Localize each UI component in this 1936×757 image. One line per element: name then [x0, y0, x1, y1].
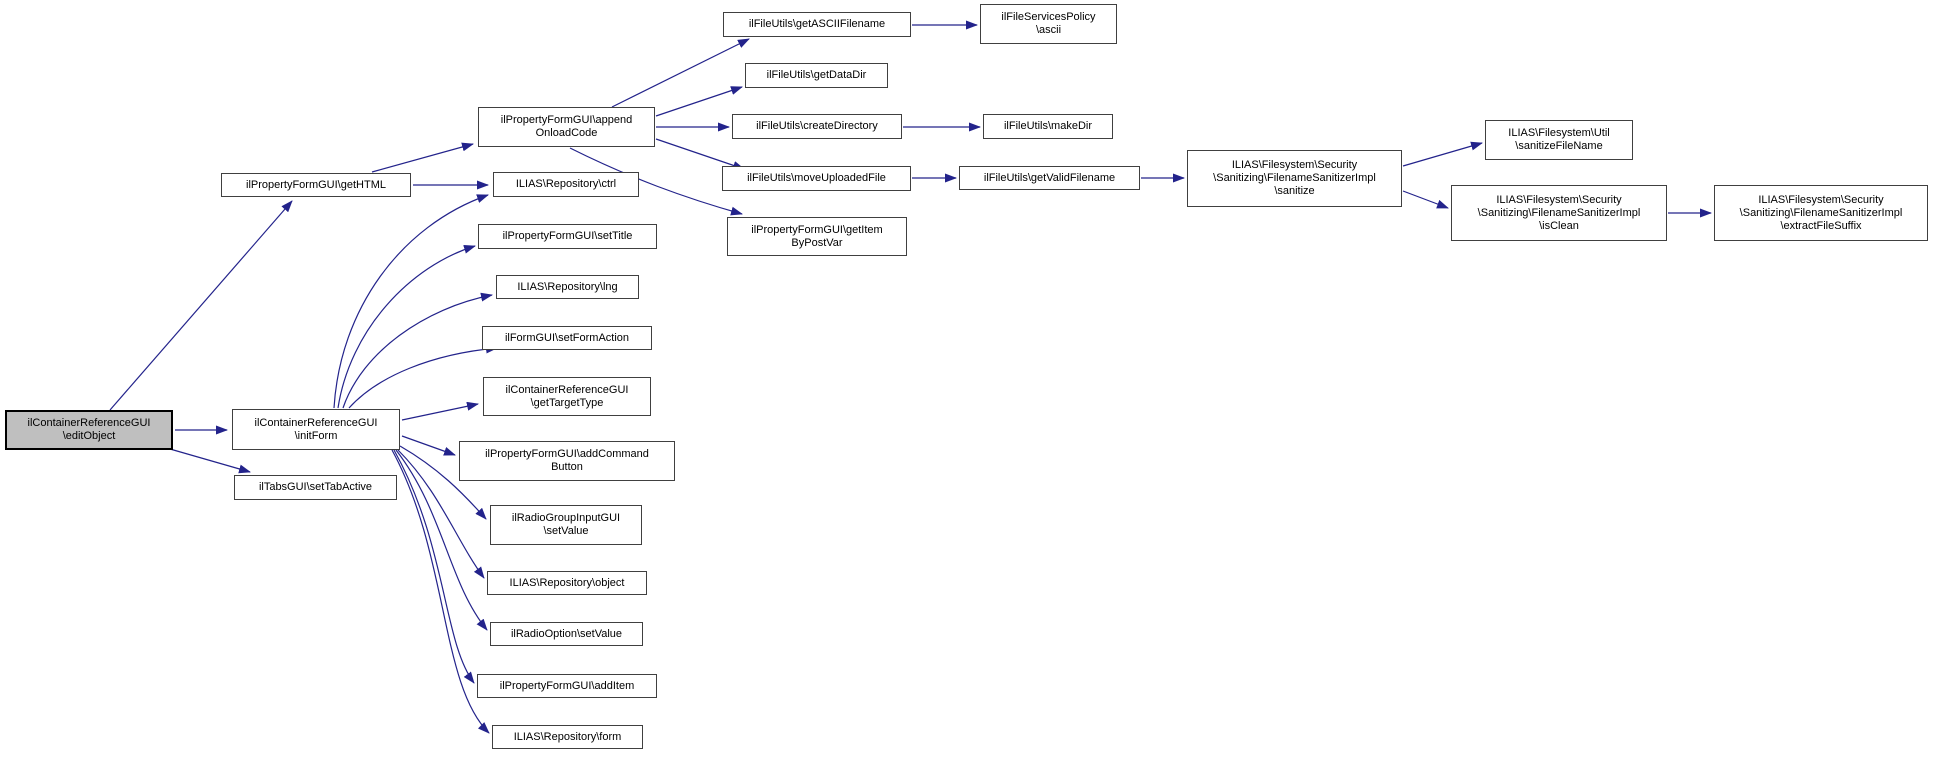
node-settabactive[interactable]: ilTabsGUI\setTabActive [234, 475, 397, 500]
node-makedir[interactable]: ilFileUtils\makeDir [983, 114, 1113, 139]
node-getdatadir[interactable]: ilFileUtils\getDataDir [745, 63, 888, 88]
node-getasciifilename[interactable]: ilFileUtils\getASCIIFilename [723, 12, 911, 37]
edge-initform-gettargettype [401, 401, 479, 421]
node-fileservicespolicy-ascii[interactable]: ilFileServicesPolicy \ascii [980, 4, 1117, 44]
node-gethtml[interactable]: ilPropertyFormGUI\getHTML [221, 173, 411, 197]
node-repository-lng[interactable]: ILIAS\Repository\lng [496, 275, 639, 299]
node-getitembypostvar[interactable]: ilPropertyFormGUI\getItem ByPostVar [727, 217, 907, 256]
node-settitle[interactable]: ilPropertyFormGUI\setTitle [478, 224, 657, 249]
edge-sanitize-sanitizefilename [1402, 141, 1483, 167]
node-radiooption-setvalue[interactable]: ilRadioOption\setValue [490, 622, 643, 646]
edge-gethtml-appendonloadcode [371, 142, 474, 173]
edge-initform-addcommandbutton [401, 435, 456, 456]
node-initform[interactable]: ilContainerReferenceGUI \initForm [232, 409, 400, 450]
edge-initform-settitle [337, 244, 476, 409]
node-addcommandbutton[interactable]: ilPropertyFormGUI\addCommand Button [459, 441, 675, 481]
edge-initform-lng [342, 292, 493, 409]
edge-editobject-gethtml [109, 200, 293, 411]
node-setformaction[interactable]: ilFormGUI\setFormAction [482, 326, 652, 350]
edge-initform-form [391, 449, 490, 734]
node-isclean[interactable]: ILIAS\Filesystem\Security \Sanitizing\Fi… [1451, 185, 1667, 241]
edge-initform-radiogroupsetvalue [399, 445, 487, 520]
node-sanitizefilename[interactable]: ILIAS\Filesystem\Util \sanitizeFileName [1485, 120, 1633, 160]
node-moveuploadedfile[interactable]: ilFileUtils\moveUploadedFile [722, 166, 911, 191]
edge-sanitize-isclean [1402, 190, 1449, 209]
edge-appendonloadcode-getitembypostvar [569, 147, 743, 216]
node-appendonloadcode[interactable]: ilPropertyFormGUI\append OnloadCode [478, 107, 655, 147]
node-createdirectory[interactable]: ilFileUtils\createDirectory [732, 114, 902, 139]
node-repository-object[interactable]: ILIAS\Repository\object [487, 571, 647, 595]
node-gettargettype[interactable]: ilContainerReferenceGUI \getTargetType [483, 377, 651, 416]
edge-appendonloadcode-getasciifilename [611, 38, 750, 108]
edge-appendonloadcode-getdatadir [655, 86, 743, 117]
node-repository-form[interactable]: ILIAS\Repository\form [492, 725, 643, 749]
edge-initform-radiooptionsetvalue [395, 449, 488, 631]
edge-editobject-settabactive [169, 448, 251, 474]
node-getvalidfilename[interactable]: ilFileUtils\getValidFilename [959, 166, 1140, 190]
edge-initform-additem [393, 449, 475, 684]
edge-initform-setformaction [348, 344, 498, 409]
edge-initform-ctrl [333, 194, 489, 409]
edge-appendonloadcode-moveuploadedfile [655, 138, 745, 170]
node-extractfilesuffix[interactable]: ILIAS\Filesystem\Security \Sanitizing\Fi… [1714, 185, 1928, 241]
node-additem[interactable]: ilPropertyFormGUI\addItem [477, 674, 657, 698]
node-repository-ctrl[interactable]: ILIAS\Repository\ctrl [493, 172, 639, 197]
node-editobject[interactable]: ilContainerReferenceGUI \editObject [5, 410, 173, 450]
edge-initform-object [397, 449, 485, 579]
node-sanitize[interactable]: ILIAS\Filesystem\Security \Sanitizing\Fi… [1187, 150, 1402, 207]
node-radiogroupinputgui-setvalue[interactable]: ilRadioGroupInputGUI \setValue [490, 505, 642, 545]
